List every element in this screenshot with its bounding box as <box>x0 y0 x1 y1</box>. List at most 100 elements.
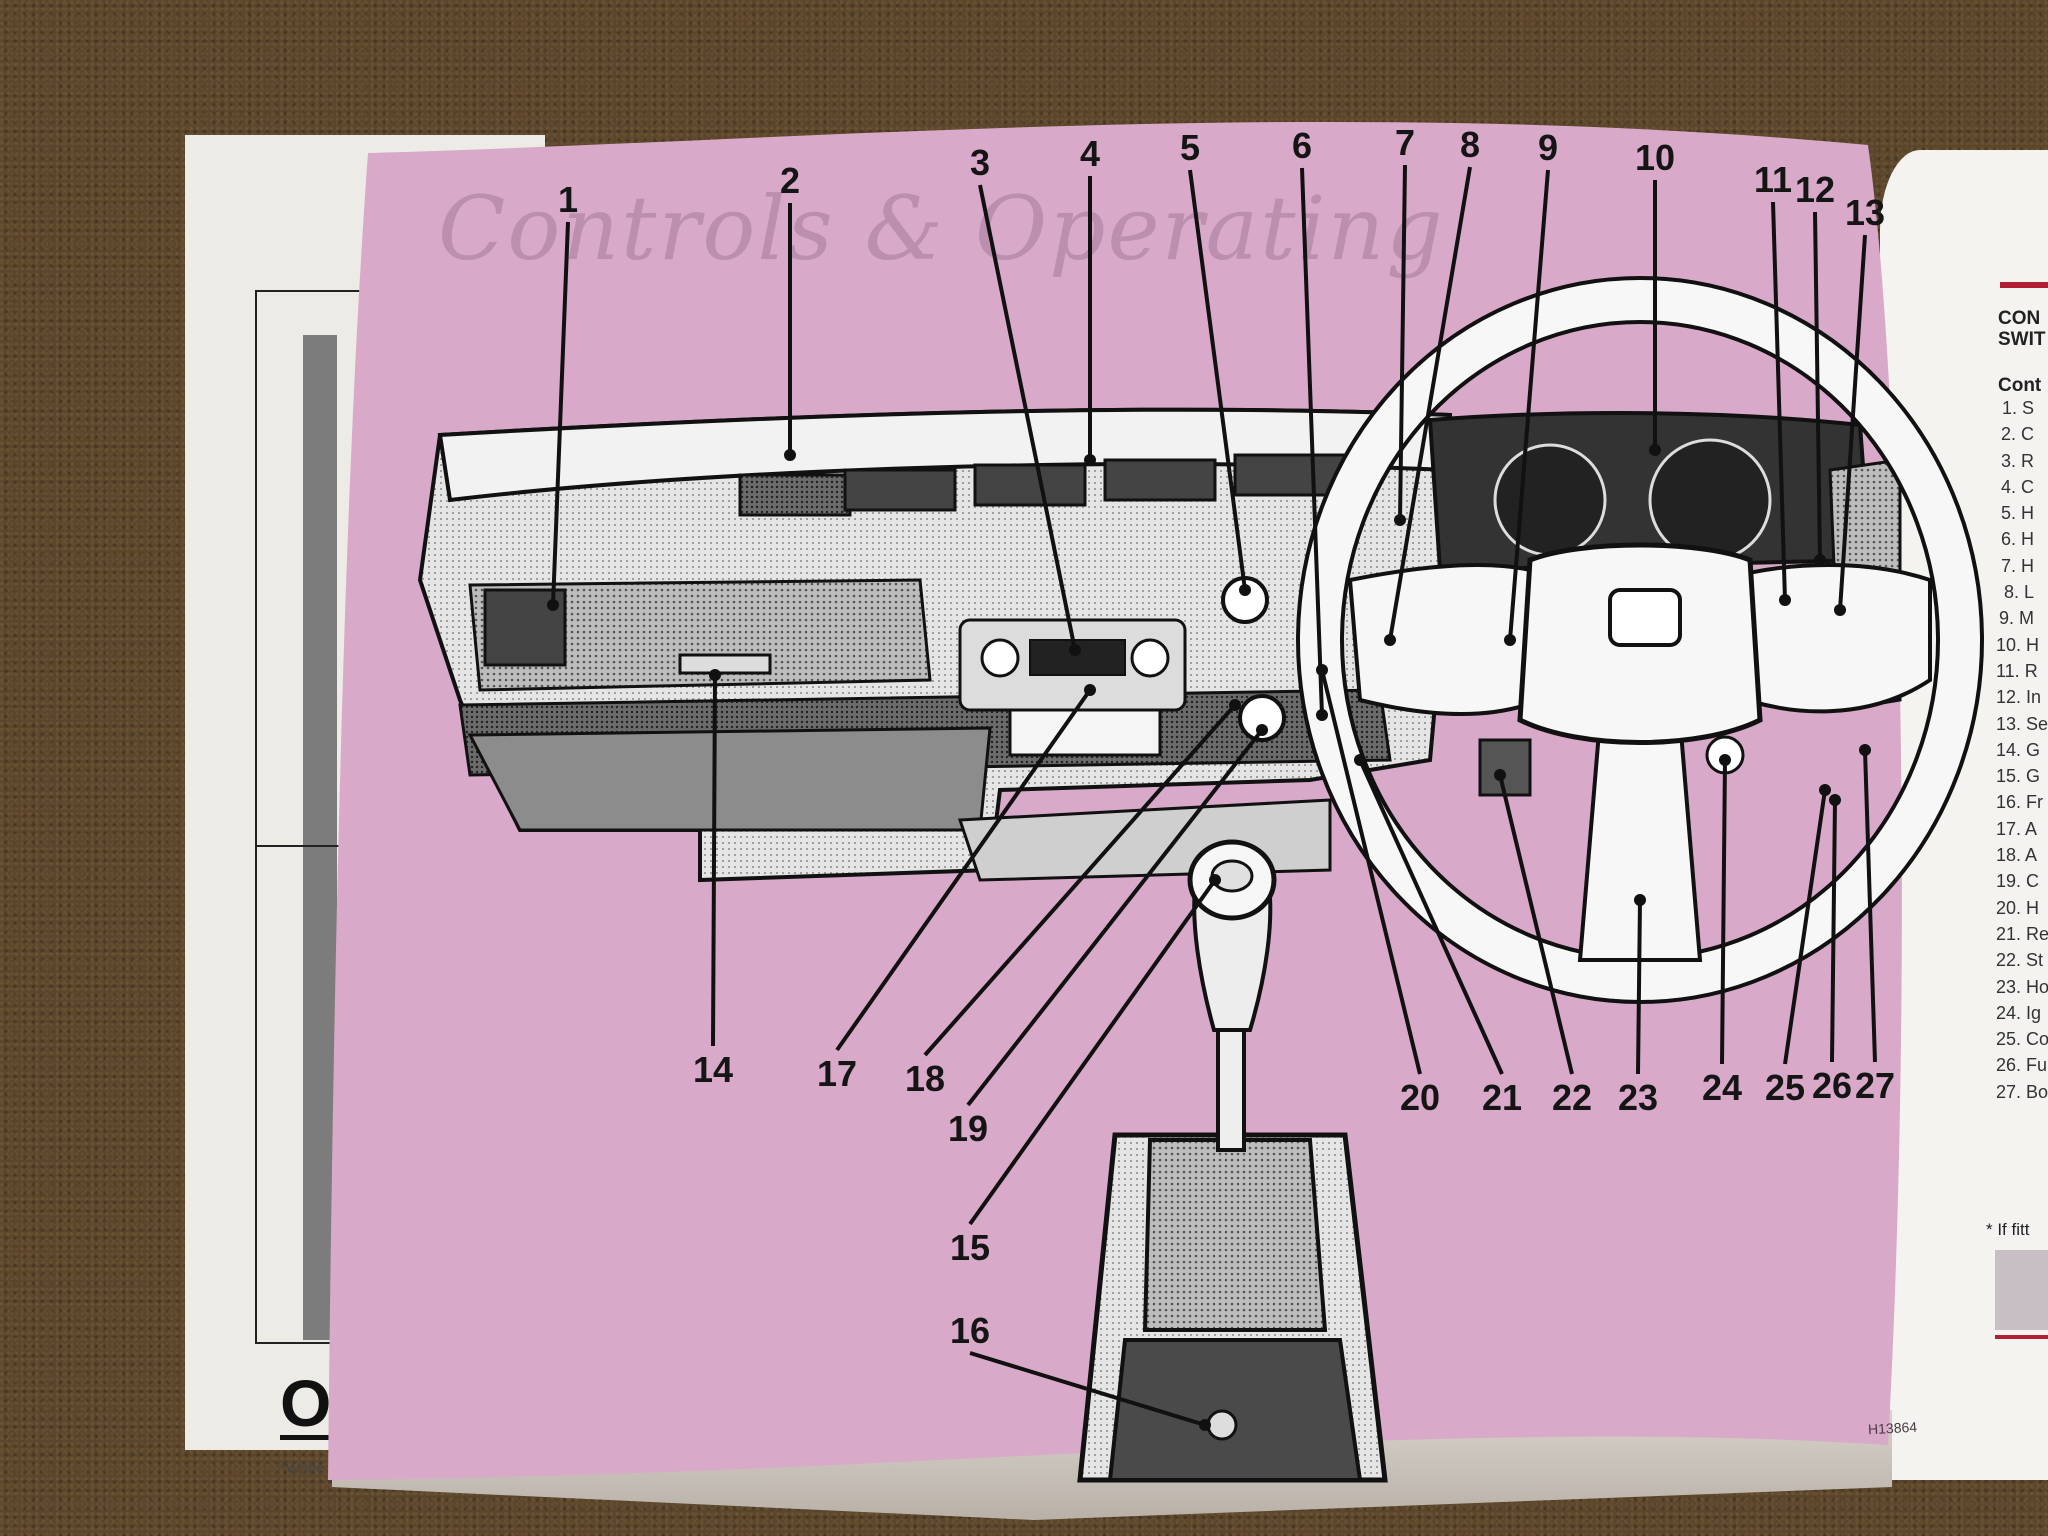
callout-leader-12 <box>1813 211 1822 561</box>
column-switch <box>1478 738 1532 797</box>
legend-item: 22. St <box>1996 950 2044 971</box>
callout-number-13: 13 <box>1845 192 1885 233</box>
callout-number-18: 18 <box>905 1058 945 1099</box>
right-page-footnote: * If fitt <box>1986 1220 2030 1239</box>
callout-dot-4 <box>1084 454 1096 466</box>
callout-leader-7 <box>1398 164 1407 521</box>
callout-number-3: 3 <box>970 142 990 183</box>
ashtray <box>1008 708 1162 757</box>
callout-number-16: 16 <box>950 1310 990 1351</box>
legend-item: 12. In <box>1996 687 2042 708</box>
callout-number-27: 27 <box>1855 1065 1895 1106</box>
callout-number-1: 1 <box>558 179 578 220</box>
gear-gaiter <box>1142 1138 1328 1332</box>
callout-leader-13 <box>1838 234 1867 611</box>
legend-item: 5. H <box>2000 503 2034 524</box>
legend-item: 6. H <box>2000 529 2034 550</box>
callout-dot-24 <box>1719 754 1731 766</box>
legend-item: 17. A <box>1996 818 2038 839</box>
legend-item: 15. G <box>1996 766 2041 787</box>
speedometer <box>1648 438 1772 562</box>
legend-item: 7. H <box>2000 555 2034 576</box>
callout-leader-8 <box>1388 166 1472 641</box>
legend-item: 2. C <box>2000 424 2034 445</box>
legend-item: 14. G <box>1996 739 2041 760</box>
callout-dot-8 <box>1384 634 1396 646</box>
callout-number-12: 12 <box>1795 169 1835 210</box>
callout-number-25: 25 <box>1765 1067 1805 1108</box>
callout-number-21: 21 <box>1482 1077 1522 1118</box>
callout-leader-20 <box>1320 669 1422 1075</box>
legend-item: 10. H <box>1996 634 2040 655</box>
callout-dot-23 <box>1634 894 1646 906</box>
legend-item: 3. R <box>2000 450 2034 471</box>
legend-item: 19. C <box>1996 871 2040 892</box>
callout-leader-19 <box>966 728 1264 1107</box>
callout-dot-7 <box>1394 514 1406 526</box>
callout-leader-21 <box>1358 759 1504 1075</box>
callout-dot-27 <box>1859 744 1871 756</box>
callout-leader-17 <box>835 688 1092 1052</box>
callout-dot-25 <box>1819 784 1831 796</box>
callout-number-20: 20 <box>1400 1077 1440 1118</box>
legend-item: 9. M <box>1998 608 2034 629</box>
callout-dot-10 <box>1649 444 1661 456</box>
callout-dot-19 <box>1256 724 1268 736</box>
callout-dot-9 <box>1504 634 1516 646</box>
callout-dot-14 <box>709 669 721 681</box>
callout-dot-22 <box>1494 769 1506 781</box>
callout-leader-1 <box>551 221 570 606</box>
callout-dot-12 <box>1814 554 1826 566</box>
callout-number-9: 9 <box>1538 127 1558 168</box>
left-page-footnote: *Writte <box>280 1460 325 1477</box>
callout-leader-5 <box>1188 169 1247 591</box>
callout-dot-15 <box>1209 874 1221 886</box>
callout-dot-11 <box>1779 594 1791 606</box>
glovebox-catch <box>678 653 772 675</box>
callout-dot-20 <box>1316 664 1328 676</box>
legend-item: 18. A <box>1996 845 2038 866</box>
gear-lever <box>1077 839 1388 1483</box>
callout-dot-13 <box>1834 604 1846 616</box>
callout-number-22: 22 <box>1552 1077 1592 1118</box>
callout-leader-27 <box>1863 749 1877 1063</box>
callout-dot-5 <box>1239 584 1251 596</box>
callout-dot-1 <box>547 599 559 611</box>
callout-number-17: 17 <box>817 1053 857 1094</box>
legend-item: 24. Ig <box>1996 1002 2042 1023</box>
callout-leader-25 <box>1783 789 1827 1065</box>
horn-pad-emblem <box>1608 588 1682 647</box>
fuel-filler-release <box>1206 1409 1238 1441</box>
callout-number-19: 19 <box>948 1108 988 1149</box>
callout-number-10: 10 <box>1635 137 1675 178</box>
legend-item: 4. C <box>2000 476 2034 497</box>
callout-dot-2 <box>784 449 796 461</box>
callout-leader-15 <box>968 878 1217 1226</box>
right-page-heading: CON SWIT <box>1998 308 2046 350</box>
callout-leader-24 <box>1720 759 1727 1065</box>
callout-number-8: 8 <box>1460 124 1480 165</box>
ghost-title-show-through: Controls & Operating <box>438 177 1445 280</box>
radio-knob <box>1130 638 1170 678</box>
callout-number-6: 6 <box>1292 125 1312 166</box>
callout-number-4: 4 <box>1080 133 1100 174</box>
callout-dot-21 <box>1354 754 1366 766</box>
page-code: H13864 <box>1867 1418 1918 1438</box>
cigar-lighter <box>1238 694 1286 742</box>
callout-number-14: 14 <box>693 1049 733 1090</box>
callout-leader-26 <box>1830 799 1837 1063</box>
callout-number-11: 11 <box>1754 159 1792 200</box>
callout-leader-18 <box>923 703 1237 1057</box>
legend-item: 11. R <box>1996 660 2038 681</box>
callout-dot-26 <box>1829 794 1841 806</box>
callout-number-2: 2 <box>780 160 800 201</box>
callout-leader-9 <box>1508 169 1550 641</box>
legend-item: 16. Fr <box>1996 792 2044 813</box>
callout-dot-6 <box>1316 709 1328 721</box>
legend-item: 8. L <box>2003 582 2034 603</box>
callout-leader-11 <box>1771 201 1787 601</box>
callout-number-26: 26 <box>1812 1065 1852 1106</box>
callout-dot-16 <box>1199 1419 1211 1431</box>
